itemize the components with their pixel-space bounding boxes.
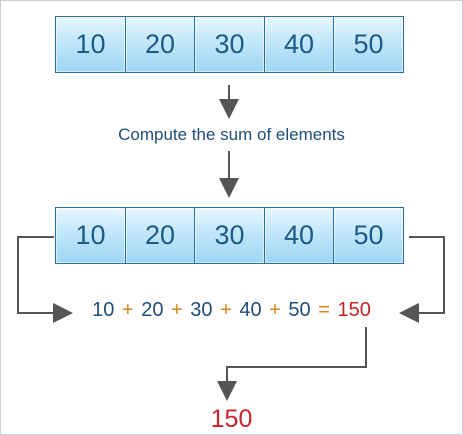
final-result: 150 xyxy=(210,405,253,433)
caption-text: Compute the sum of elements xyxy=(118,125,345,144)
sum-equation: 10 + 20 + 30 + 40 + 50 = 150 xyxy=(1,299,462,322)
array-cell: 30 xyxy=(194,16,265,73)
array-cell: 20 xyxy=(124,16,196,73)
mid-array: 10 20 30 40 50 xyxy=(55,207,404,264)
array-cell: 50 xyxy=(333,207,404,264)
array-cell: 40 xyxy=(263,16,335,73)
plus-operator: + xyxy=(220,299,232,321)
array-cell: 10 xyxy=(55,16,126,73)
equation-term: 50 xyxy=(288,299,311,321)
equals-operator: = xyxy=(318,299,330,321)
plus-operator: + xyxy=(171,299,183,321)
equation-result: 150 xyxy=(337,299,371,321)
array-cell: 30 xyxy=(194,207,265,264)
arrow-left-bracket xyxy=(17,236,73,323)
equation-term: 20 xyxy=(141,299,164,321)
arrow-result-to-final xyxy=(217,327,367,401)
plus-operator: + xyxy=(121,299,134,321)
top-array: 10 20 30 40 50 xyxy=(55,16,404,73)
plus-operator: + xyxy=(269,299,281,321)
array-cell: 10 xyxy=(55,207,126,264)
array-cell: 40 xyxy=(263,207,335,264)
equation-term: 10 xyxy=(92,299,115,321)
array-cell: 50 xyxy=(333,16,404,73)
arrow-right-bracket xyxy=(399,236,445,323)
equation-term: 30 xyxy=(190,299,213,321)
equation-term: 40 xyxy=(239,299,262,321)
array-cell: 20 xyxy=(124,207,196,264)
